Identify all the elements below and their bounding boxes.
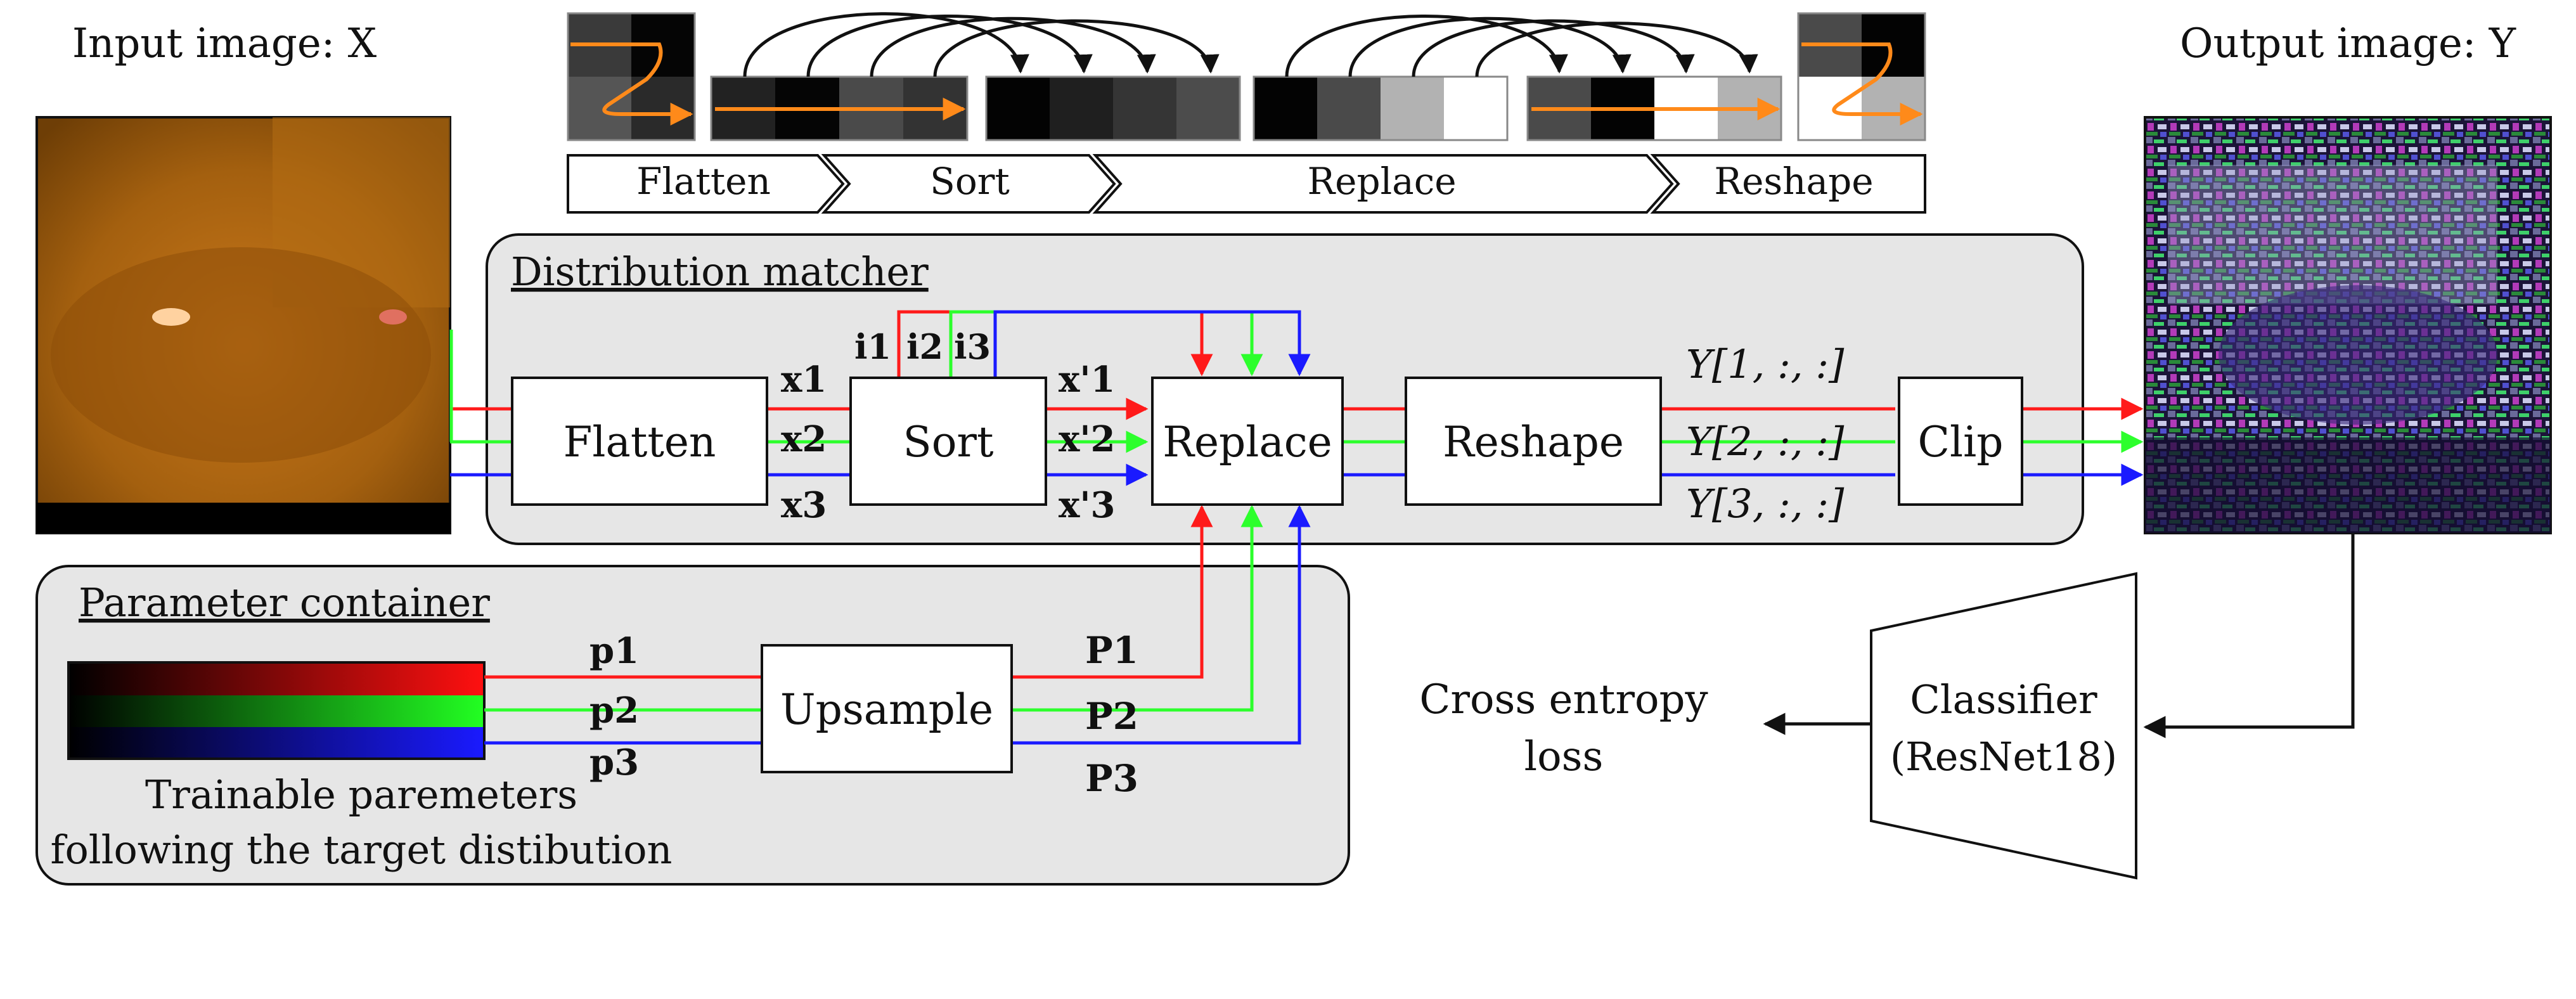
replace-box (1151, 377, 1344, 506)
loss-line2: loss (1524, 733, 1604, 780)
sort-box (849, 377, 1047, 506)
upsample-label: Upsample (780, 685, 993, 734)
i2-label: i2 (906, 326, 943, 367)
replace-to-reshape-lines (1343, 407, 1406, 477)
index-lines (897, 310, 1311, 378)
param-caption-line2: following the target distibution (51, 827, 673, 873)
step-replace: Replace (1307, 160, 1456, 203)
y2-label: Y[2, :, :] (1686, 418, 1845, 465)
input-image-label: Input image: X (72, 20, 377, 67)
input-image (35, 116, 451, 534)
classifier-line1: Classifier (1910, 676, 2097, 723)
flatten-box (511, 377, 768, 506)
step-flatten: Flatten (636, 160, 771, 203)
reshape-label: Reshape (1443, 418, 1624, 467)
replace-label: Replace (1162, 418, 1332, 467)
flatten-label: Flatten (564, 418, 716, 467)
xs3-label: x'3 (1059, 484, 1116, 526)
parameter-bars (67, 661, 486, 760)
p3-label: p3 (589, 742, 639, 783)
classifier-block (1870, 572, 2137, 880)
xs2-label: x'2 (1059, 418, 1116, 460)
reshape-box (1405, 377, 1662, 506)
P3-label: P3 (1085, 757, 1138, 800)
step-reshape: Reshape (1714, 160, 1873, 203)
sort-to-replace-lines (1046, 397, 1149, 486)
x2-label: x2 (781, 418, 827, 460)
step-sort: Sort (930, 160, 1010, 203)
x1-label: x1 (781, 359, 827, 401)
upsample-to-replace-lines (1012, 505, 1311, 745)
xs1-label: x'1 (1059, 359, 1116, 401)
parameter-container-title: Parameter container (79, 579, 490, 626)
classifier-line2: (ResNet18) (1890, 733, 2117, 780)
y3-label: Y[3, :, :] (1686, 480, 1845, 527)
p2-label: p2 (589, 690, 639, 732)
parameter-container-panel (35, 565, 1350, 886)
P2-label: P2 (1085, 695, 1138, 738)
upsample-box (761, 644, 1013, 773)
clip-label: Clip (1918, 418, 2004, 467)
params-to-upsample-lines (484, 675, 762, 745)
output-image (2144, 116, 2552, 534)
top-schematic (567, 12, 1926, 141)
x3-label: x3 (781, 484, 827, 526)
P1-label: P1 (1085, 629, 1138, 672)
pipeline-steps: Flatten Sort Replace Reshape (567, 154, 1926, 214)
clip-to-output-lines (2022, 397, 2144, 486)
y1-label: Y[1, :, :] (1686, 341, 1845, 387)
sort-label: Sort (903, 418, 993, 467)
i3-label: i3 (954, 326, 991, 367)
input-to-flatten-lines (449, 330, 512, 477)
distribution-matcher-title: Distribution matcher (511, 248, 929, 295)
output-image-label: Output image: Y (2180, 20, 2516, 67)
i1-label: i1 (854, 326, 891, 367)
reshape-to-clip-lines (1661, 407, 1895, 477)
flatten-to-sort-lines (767, 407, 851, 477)
output-to-classifier-arrow (2143, 533, 2355, 738)
clip-box (1898, 377, 2023, 506)
param-caption-line1: Trainable paremeters (145, 771, 577, 818)
p1-label: p1 (589, 630, 639, 672)
loss-line1: Cross entropy (1419, 676, 1708, 723)
